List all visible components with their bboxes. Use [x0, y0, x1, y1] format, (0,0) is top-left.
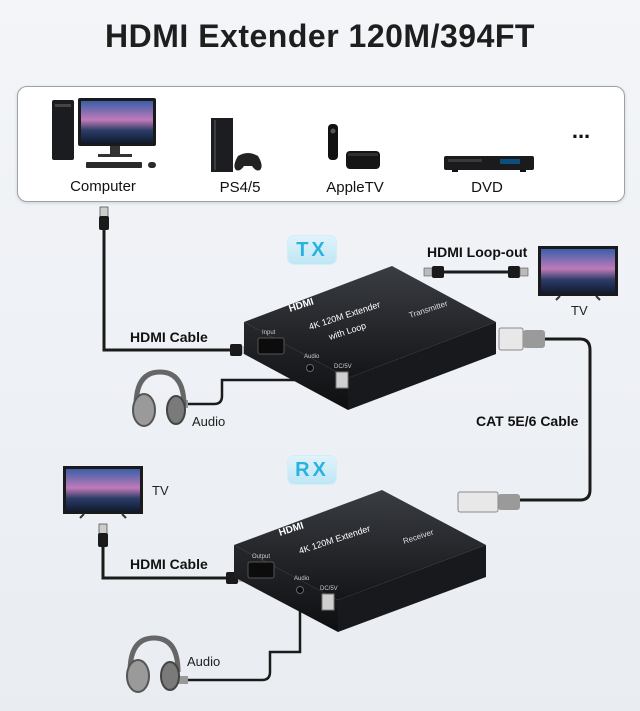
tx-badge: TX [288, 236, 336, 264]
transmitter-device: HDMI 4K 120M Extender with Loop Transmit… [244, 266, 496, 410]
headphones-rx-icon [126, 635, 181, 693]
apple-tv-icon [328, 124, 380, 169]
audio-cable-rx [178, 600, 302, 684]
hdmi-loop-out-cable [423, 266, 529, 278]
computer-icon [52, 98, 156, 168]
tx-port-audio: Audio [304, 354, 320, 360]
label-hdmi-loop-out: HDMI Loop-out [427, 244, 528, 260]
label-audio-tx: Audio [192, 414, 226, 429]
tx-port-power: DC/5V [334, 364, 352, 370]
label-tv-rx: TV [152, 483, 169, 498]
source-label-appletv: AppleTV [326, 179, 384, 196]
rx-port-output: Output [252, 554, 270, 560]
label-tv-loop: TV [571, 303, 588, 318]
rx-port-audio: Audio [294, 576, 310, 582]
hdmi-cable-rx [98, 523, 246, 584]
audio-cable-tx [178, 378, 300, 408]
page-title: HDMI Extender 120M/394FT [105, 18, 535, 54]
rx-badge: RX [288, 456, 336, 484]
source-label-computer: Computer [70, 178, 136, 195]
tv-loop-out-icon [538, 246, 618, 301]
receiver-device: HDMI 4K 120M Extender Receiver Output Au… [234, 490, 486, 632]
game-console-icon [211, 118, 262, 172]
source-label-ps: PS4/5 [219, 179, 261, 196]
label-hdmi-cable-rx: HDMI Cable [130, 556, 208, 572]
tx-port-input: Input [262, 330, 276, 336]
headphones-tx-icon [132, 369, 187, 427]
tv-rx-icon [63, 466, 143, 519]
cat-cable [457, 327, 592, 513]
dvd-player-icon [444, 156, 534, 172]
label-hdmi-cable-tx: HDMI Cable [130, 329, 208, 345]
hdmi-cable-tx [99, 206, 250, 356]
label-cat-cable: CAT 5E/6 Cable [476, 413, 579, 429]
source-label-dvd: DVD [471, 179, 503, 196]
label-audio-rx: Audio [187, 654, 221, 669]
rx-port-power: DC/5V [320, 586, 338, 592]
